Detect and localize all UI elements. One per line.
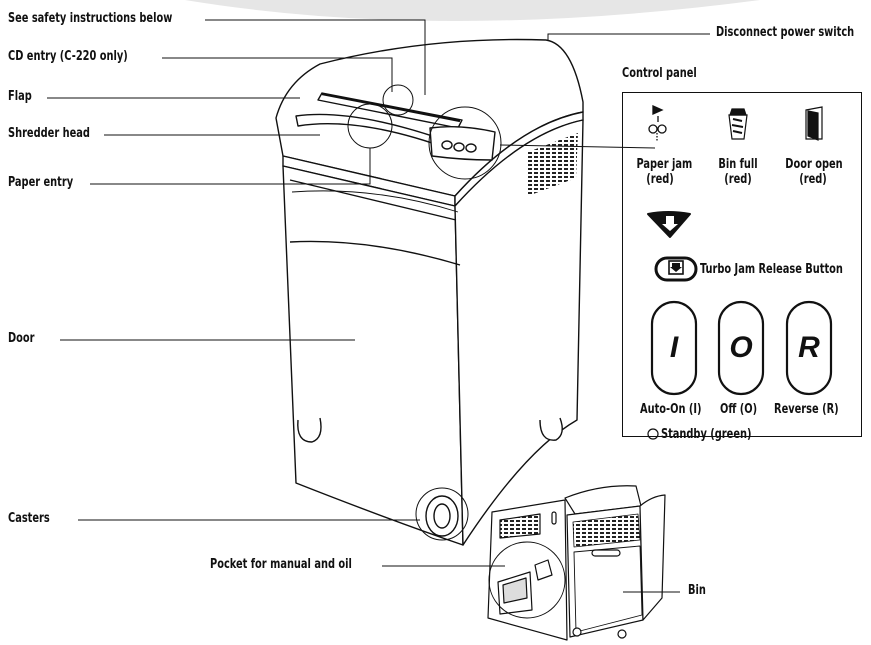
label-bin-full: Bin full (red) [716, 157, 760, 187]
door-open-icon [805, 106, 823, 141]
caster-callout-circle [415, 487, 469, 541]
control-panel-box [622, 92, 862, 437]
door-open-text: Door open [785, 157, 843, 172]
off-glyph: O [729, 331, 753, 364]
reverse-glyph: R [798, 331, 820, 364]
background-swoosh [185, 0, 760, 21]
label-standby: Standby (green) [661, 427, 752, 442]
auto-on-button [650, 300, 698, 396]
shredder-main [275, 38, 584, 546]
bin-full-color-text: (red) [724, 172, 752, 187]
cd-entry-circle [382, 84, 414, 116]
label-off: Off (O) [720, 402, 758, 417]
auto-on-glyph: I [669, 331, 679, 364]
label-door-open: Door open (red) [785, 157, 843, 187]
shredder-body-side [454, 119, 584, 546]
label-flap: Flap [8, 89, 32, 104]
label-reverse: Reverse (R) [774, 402, 839, 417]
off-button [717, 300, 765, 396]
shredder-open [487, 485, 666, 641]
label-cd-entry: CD entry (C-220 only) [8, 49, 128, 64]
paper-jam-text: Paper jam [636, 157, 693, 172]
label-door: Door [8, 331, 35, 346]
label-paper-jam: Paper jam (red) [636, 157, 693, 187]
leader-lines [47, 19, 710, 593]
bin-full-text: Bin full [718, 157, 758, 172]
label-auto-on: Auto-On (I) [640, 402, 702, 417]
label-casters: Casters [8, 511, 50, 526]
label-disconnect-switch: Disconnect power switch [716, 25, 855, 40]
label-safety: See safety instructions below [8, 11, 173, 26]
bin-full-icon [728, 108, 748, 140]
label-bin: Bin [688, 583, 706, 598]
paper-jam-icon [648, 104, 667, 142]
caster-left [297, 417, 322, 443]
side-vent [528, 133, 578, 196]
reverse-button [785, 300, 833, 396]
door-open-color-text: (red) [799, 172, 827, 187]
shredder-body-front [282, 165, 464, 546]
paper-slot [317, 92, 463, 129]
turbo-jam-release-icon [654, 256, 698, 282]
paper-jam-color-text: (red) [646, 172, 674, 187]
panel-circle [428, 106, 502, 180]
label-control-panel: Control panel [622, 66, 697, 81]
caster-right [539, 417, 563, 441]
label-paper-entry: Paper entry [8, 175, 74, 190]
label-pocket: Pocket for manual and oil [210, 557, 352, 572]
label-turbo-release: Turbo Jam Release Button [700, 262, 843, 277]
label-shredder-head: Shredder head [8, 126, 90, 141]
caster-front [425, 495, 459, 537]
pocket-callout-circle [488, 541, 566, 619]
